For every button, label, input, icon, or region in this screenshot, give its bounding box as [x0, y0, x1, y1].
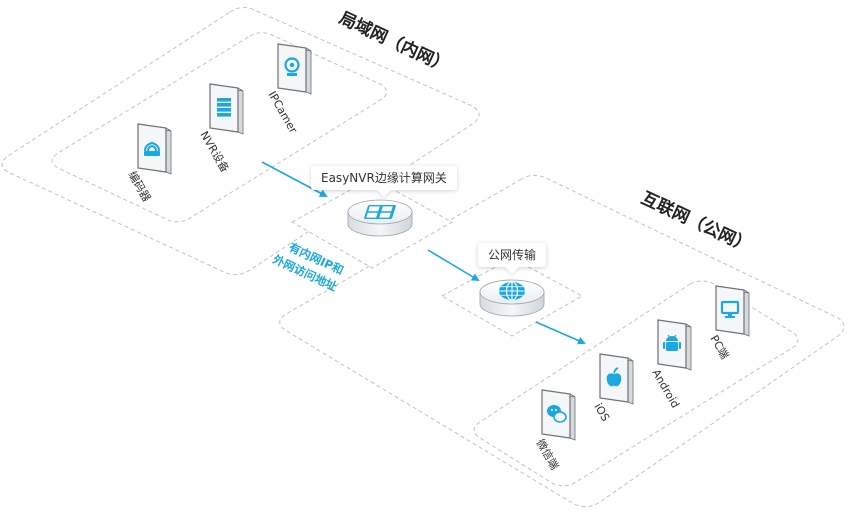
- arrow-lan-to-gateway: [261, 161, 328, 197]
- webcam-icon: [284, 57, 300, 76]
- client-device-pc: PC端: [707, 285, 750, 361]
- server-rack-icon: [217, 98, 231, 117]
- grid-tiles-icon: [364, 205, 396, 219]
- arrow-transport-to-clients: [535, 321, 586, 345]
- gateway-callout: EasyNVR边缘计算网关: [311, 166, 457, 190]
- wechat-icon: [547, 405, 567, 423]
- internet-zone-outer: [279, 174, 845, 508]
- monitor-icon: [720, 300, 740, 318]
- gateway-node: [347, 199, 413, 237]
- transport-node: [479, 279, 545, 317]
- android-icon: [663, 334, 681, 351]
- arrow-gateway-to-transport: [427, 249, 480, 282]
- transport-label: 公网传输: [488, 248, 537, 262]
- transport-callout: 公网传输: [478, 243, 547, 267]
- apple-icon: [606, 367, 622, 387]
- globe-icon: [499, 281, 525, 301]
- gateway-label: EasyNVR边缘计算网关: [321, 171, 447, 185]
- router-icon: [144, 141, 160, 156]
